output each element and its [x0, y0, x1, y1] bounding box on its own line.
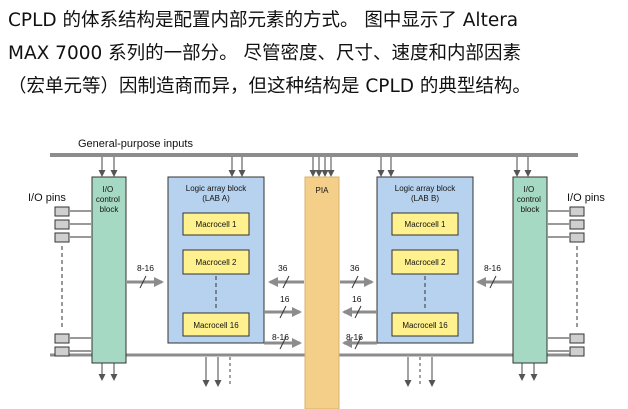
- io-pins-right: [548, 206, 585, 357]
- lab-a-title: Logic array block: [186, 184, 247, 193]
- caption-line-2: MAX 7000 系列的一部分。 尽管密度、尺寸、速度和内部因素: [8, 43, 522, 64]
- input-drops: [98, 157, 532, 177]
- bottom-outputs: [98, 357, 538, 387]
- caption-line-3: （宏单元等）因制造商而异，但这种结构是 CPLD 的典型结构。: [8, 76, 531, 97]
- pia-label: PIA: [316, 186, 330, 195]
- lab-b-subtitle: (LAB B): [411, 194, 439, 203]
- bus-label-lab-b-36: 36: [350, 263, 360, 273]
- bus-label-right-8-16: 8-16: [484, 263, 501, 273]
- lab-b-macrocell-2: [391, 249, 459, 275]
- lab-b-macrocell-16-label: Macrocell 16: [402, 321, 448, 330]
- io-block-right-label: I/O control block: [517, 185, 543, 214]
- bus-label-lab-a-8-16: 8-16: [272, 332, 289, 342]
- lab-a-macrocell-16-label: Macrocell 16: [193, 321, 239, 330]
- lab-b-macrocell-1-label: Macrocell 1: [405, 220, 446, 229]
- lab-b-title: Logic array block: [395, 184, 456, 193]
- lab-b-macrocell-1: [391, 212, 459, 236]
- bus-label-lab-b-8-16: 8-16: [346, 332, 363, 342]
- lab-a-macrocell-1: [182, 212, 250, 236]
- lab-b-macrocell-2-label: Macrocell 2: [405, 258, 446, 267]
- bus-label-lab-a-36: 36: [278, 263, 288, 273]
- caption-line-1: CPLD 的体系结构是配置内部元素的方式。 图中显示了 Altera: [8, 10, 519, 31]
- bus-label-lab-b-16: 16: [352, 294, 362, 304]
- bus-label-lab-a-16: 16: [280, 294, 290, 304]
- caption: CPLD 的体系结构是配置内部元素的方式。 图中显示了 Altera MAX 7…: [8, 4, 624, 103]
- lab-a-macrocell-16: [182, 312, 250, 337]
- io-control-block-left: [91, 176, 127, 364]
- lab-a-macrocell-2: [182, 249, 250, 275]
- lab-a-macrocell-1-label: Macrocell 1: [196, 220, 237, 229]
- inter-block-buses: [127, 275, 512, 350]
- bus-labels: 8-16 36 16 8-16 36 16 8-16 8-16: [137, 263, 501, 342]
- io-pins-right-label: I/O pins: [567, 192, 605, 204]
- io-pins-left: [54, 206, 91, 357]
- io-pins-left-label: I/O pins: [28, 192, 66, 204]
- io-block-left-label: I/O control block: [96, 185, 122, 214]
- io-control-block-right: [512, 176, 548, 364]
- lab-a-subtitle: (LAB A): [202, 194, 230, 203]
- pia-block: [304, 176, 340, 409]
- lab-a-macrocell-2-label: Macrocell 2: [196, 258, 237, 267]
- lab-b-macrocell-16: [391, 312, 459, 337]
- bus-label-left-8-16: 8-16: [137, 263, 154, 273]
- general-purpose-inputs-label: General-purpose inputs: [78, 138, 193, 150]
